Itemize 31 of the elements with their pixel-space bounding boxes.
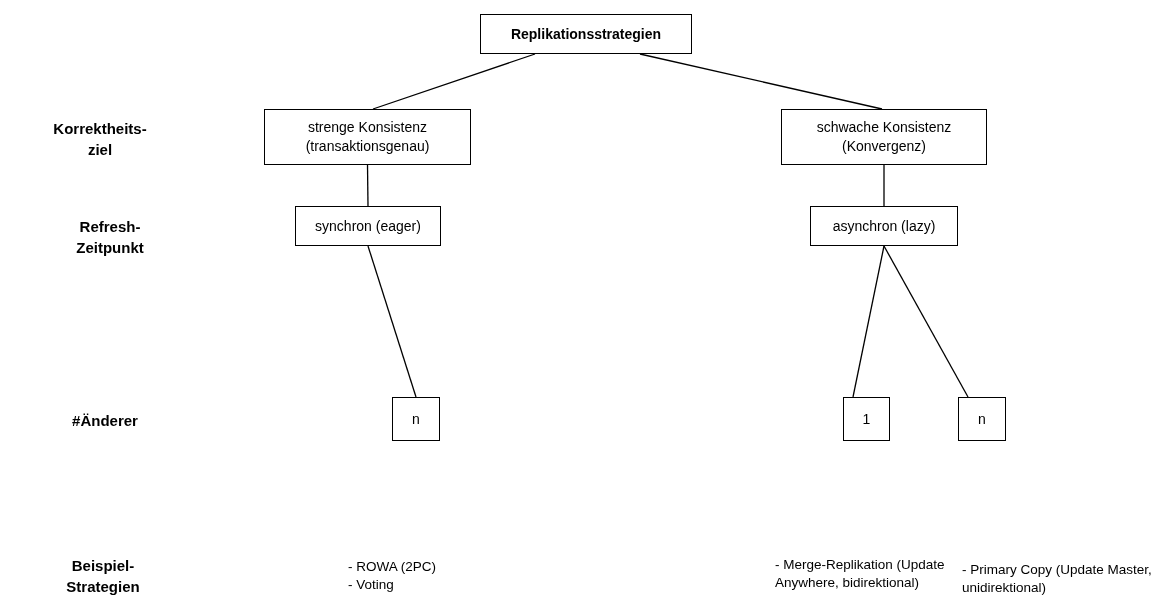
connector-line	[367, 245, 417, 398]
example-text: - Merge-Replikation (Update Anywhere, bidirektional)	[775, 556, 945, 592]
connector-line	[366, 164, 369, 207]
box-text: schwache Konsistenz (Konvergenz)	[815, 118, 953, 156]
box-text: Replikationsstrategien	[510, 24, 662, 44]
connector-line	[372, 53, 536, 110]
connector-line	[639, 53, 883, 110]
tree-box	[295, 206, 441, 246]
connector-line	[883, 164, 885, 207]
box-text: 1	[862, 409, 871, 429]
tree-box	[781, 109, 987, 165]
tree-box	[392, 397, 440, 441]
connector-line	[883, 245, 969, 398]
tree-box	[264, 109, 471, 165]
row-label: Refresh- Zeitpunkt	[75, 217, 145, 258]
row-label: Korrektheits- ziel	[52, 119, 148, 160]
connector-line	[852, 245, 885, 398]
example-text: - Primary Copy (Update Master, unidirektional)	[962, 561, 1152, 597]
row-label: Beispiel- Strategien	[65, 556, 141, 597]
box-text: n	[978, 409, 986, 429]
box-text: n	[412, 409, 420, 429]
box-text: strenge Konsistenz (transaktionsgenau)	[304, 118, 431, 156]
example-text: - Voting	[348, 576, 395, 594]
row-label: #Änderer	[71, 411, 139, 431]
tree-box	[480, 14, 692, 54]
example-text: - ROWA (2PC)	[348, 558, 437, 576]
tree-box	[843, 397, 890, 441]
tree-box	[810, 206, 958, 246]
box-text: asynchron (lazy)	[832, 216, 936, 236]
box-text: synchron (eager)	[315, 216, 421, 236]
tree-box	[958, 397, 1006, 441]
